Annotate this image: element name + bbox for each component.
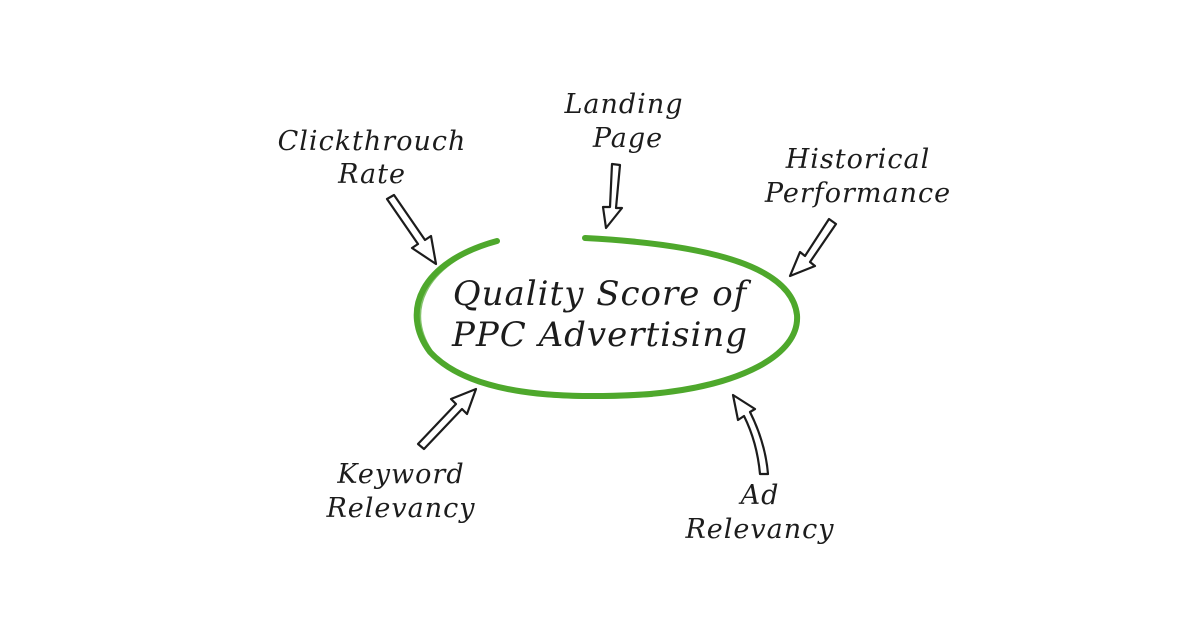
factor-label-line1: Clickthrouch	[278, 126, 467, 157]
factor-label-line2: Performance	[764, 178, 951, 209]
factor-clickthrough-rate: Clickthrouch Rate	[278, 126, 467, 190]
arrow-clickthrough-to-center	[385, 193, 438, 266]
factor-label-line2: Relevancy	[684, 514, 834, 545]
factor-historical-performance: Historical Performance	[764, 144, 951, 209]
factor-landing-page: Landing Page	[563, 89, 683, 154]
center-ellipse	[413, 235, 801, 400]
factor-label-line2: Rate	[337, 159, 406, 190]
factor-label-line1: Keyword	[336, 459, 464, 490]
factor-label-line2: Relevancy	[325, 493, 475, 524]
center-title-line2: PPC Advertising	[451, 315, 748, 355]
factor-label-line2: Page	[592, 123, 663, 154]
factor-label-line1: Historical	[785, 144, 931, 175]
arrow-landing-to-center	[601, 162, 624, 230]
factor-label-line1: Ad	[738, 480, 780, 511]
factor-ad-relevancy: Ad Relevancy	[684, 480, 834, 545]
center-title-line1: Quality Score of	[453, 274, 752, 314]
factor-keyword-relevancy: Keyword Relevancy	[325, 459, 475, 524]
arrow-ad-to-center	[731, 393, 770, 476]
arrow-keyword-to-center	[416, 387, 478, 451]
arrow-historical-to-center	[788, 217, 838, 278]
factor-label-line1: Landing	[563, 89, 683, 120]
center-title: Quality Score of PPC Advertising	[451, 274, 752, 355]
